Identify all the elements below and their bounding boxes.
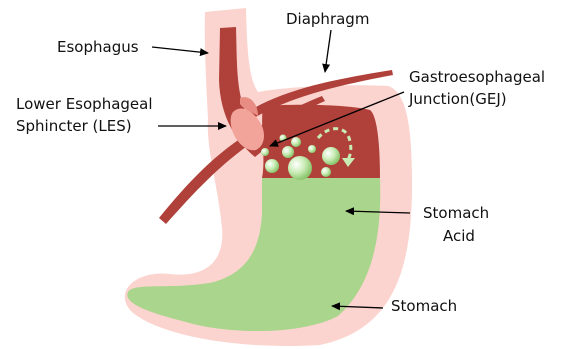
bubble — [282, 146, 294, 158]
bubble — [291, 137, 301, 147]
les-label-line1: Lower Esophageal — [16, 95, 153, 113]
acid-label-line2: Acid — [443, 227, 475, 245]
esophagus-label: Esophagus — [57, 38, 139, 56]
acid-label-line1: Stomach — [423, 204, 489, 222]
bubble — [322, 147, 340, 165]
stomach-label: Stomach — [391, 297, 457, 315]
bubble — [261, 148, 269, 156]
bubble — [308, 145, 316, 153]
gej-label-line2: Junction(GEJ) — [408, 90, 507, 108]
bubble — [321, 167, 331, 177]
esophagus-arrow — [152, 47, 208, 53]
diaphragm-label: Diaphragm — [286, 10, 369, 28]
bubble — [288, 156, 312, 180]
gej-label-line1: Gastroesophageal — [409, 68, 545, 86]
les-label-line2: Sphincter (LES) — [16, 117, 132, 135]
diaphragm-arrow — [325, 30, 331, 72]
bubble — [265, 159, 279, 173]
